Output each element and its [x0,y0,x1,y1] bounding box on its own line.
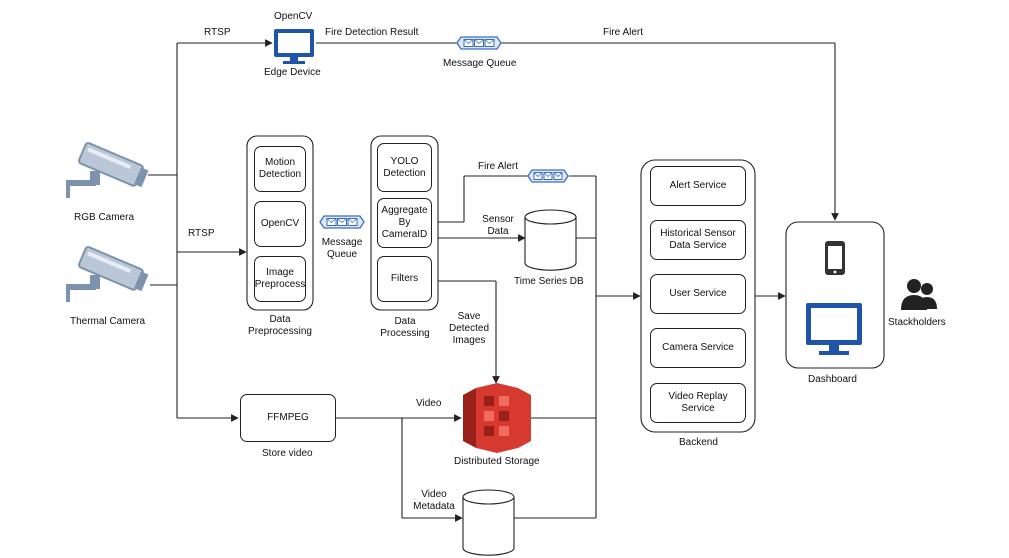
distributed-storage-icon [463,383,531,453]
image-preprocess-box: Image Preprocess [254,256,306,302]
preprocess-queue-icon [319,215,365,229]
edge-rtsp-label: RTSP [204,27,231,38]
fire-detection-result-label: Fire Detection Result [325,27,419,38]
opencv-box: OpenCV [254,201,306,247]
rgb-camera-icon [66,142,149,198]
thermal-camera-icon [66,246,149,302]
historical-sensor-service-box: Historical Sensor Data Service [650,220,746,260]
timeseries-db-icon [524,209,577,271]
camera-service-box: Camera Service [650,328,746,368]
motion-detection-box: Motion Detection [254,146,306,192]
edge-fire-alert-label: Fire Alert [603,27,644,38]
video-label: Video [416,398,442,409]
stakeholders-icon [901,279,937,310]
preprocess-queue-label: Message Queue [321,237,363,260]
sensor-data-label: Sensor Data [482,214,514,237]
message-queue-icon [456,36,502,50]
save-images-label: Save Detected Images [448,311,490,346]
rgb-camera-label: RGB Camera [74,212,135,223]
thermal-camera-label: Thermal Camera [70,316,146,327]
dashboard-label: Dashboard [808,374,857,385]
ffmpeg-box: FFMPEG [240,394,336,442]
filters-box: Filters [377,256,432,302]
edge-device-monitor-icon [274,29,314,64]
store-video-label: Store video [262,448,313,459]
aggregate-box: Aggregate By CameraID [377,198,432,248]
stakeholders-label: Stackholders [888,317,946,328]
alert-service-box: Alert Service [650,166,746,206]
phone-icon [825,241,845,275]
yolo-detection-box: YOLO Detection [377,143,432,192]
connectors [148,39,839,522]
preprocessing-caption: Data Preprocessing [248,314,312,337]
edge-opencv-label: OpenCV [274,11,313,22]
backend-caption: Backend [679,437,718,448]
timeseries-db-label: Time Series DB [514,276,584,287]
distributed-storage-label: Distributed Storage [454,456,540,467]
user-service-box: User Service [650,274,746,314]
message-queue-label: Message Queue [443,58,517,69]
metadata-db-icon [462,489,515,556]
video-replay-service-box: Video Replay Service [650,383,746,423]
alert-queue-icon [527,169,569,183]
processing-caption: Data Processing [380,316,430,339]
dashboard-monitor-icon [806,303,862,355]
edge-device-label: Edge Device [264,67,321,78]
video-metadata-label: Video Metadata [413,489,455,512]
processing-fire-alert-label: Fire Alert [478,161,519,172]
preprocess-rtsp-label: RTSP [188,228,215,239]
